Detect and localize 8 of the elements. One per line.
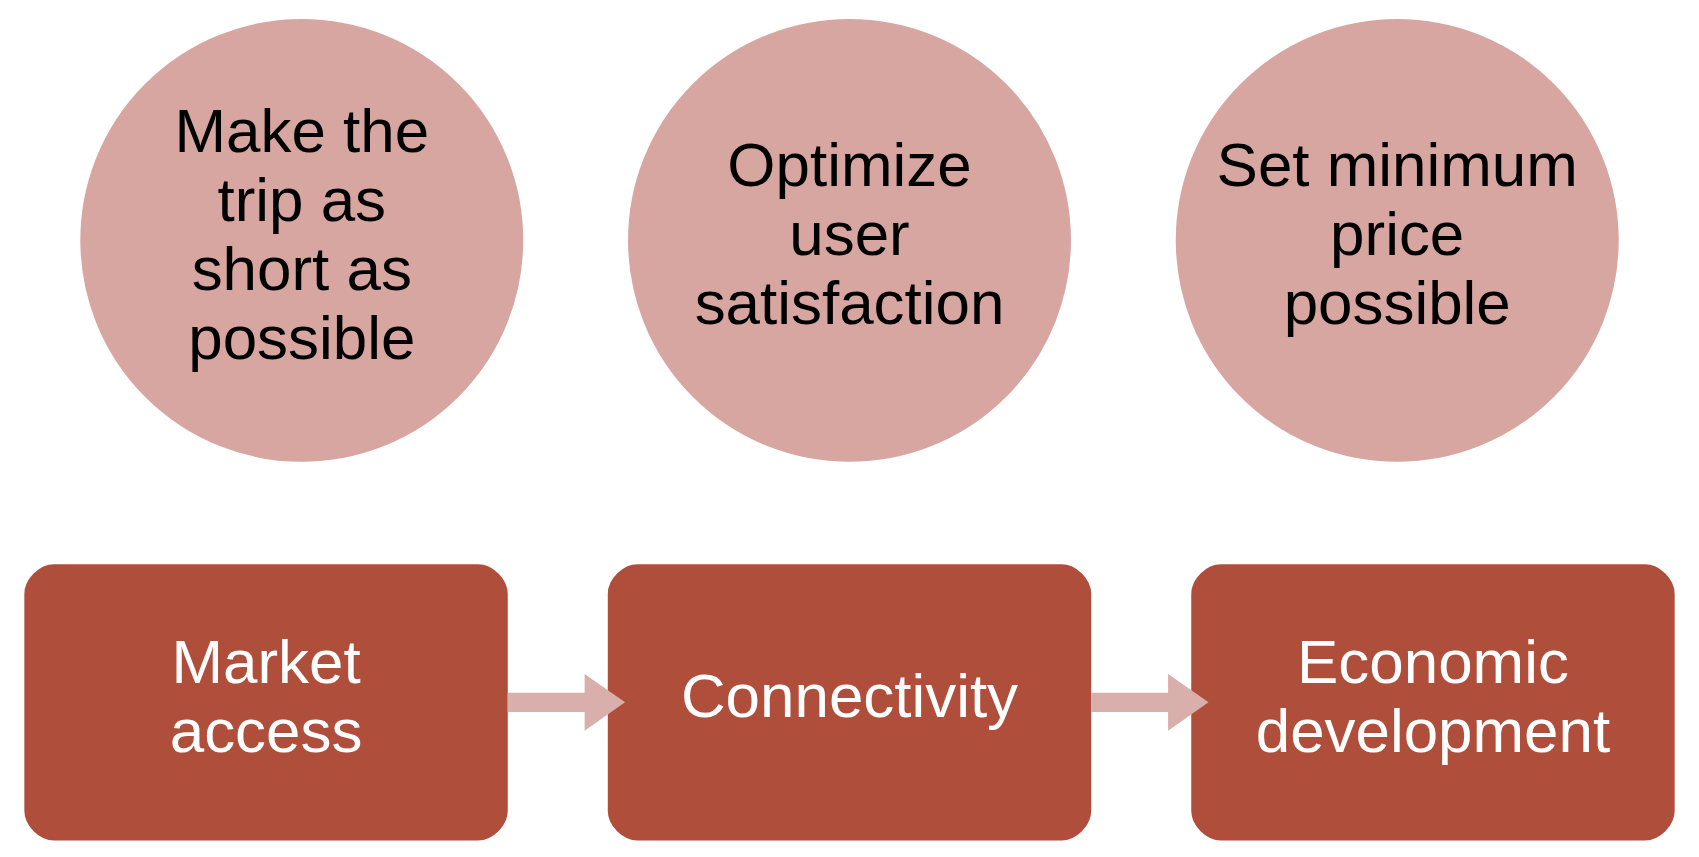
node-box: Connectivity	[607, 564, 1092, 841]
arrow	[1091, 674, 1209, 731]
node-box: Market access	[24, 564, 508, 841]
arrow	[507, 674, 626, 731]
node-circle: Make the trip as short as possible	[77, 16, 526, 465]
node-circle: Optimize user satisfaction	[625, 16, 1074, 465]
node-box: Economic development	[1191, 564, 1675, 841]
node-circle: Set minimum price possible	[1173, 16, 1622, 465]
